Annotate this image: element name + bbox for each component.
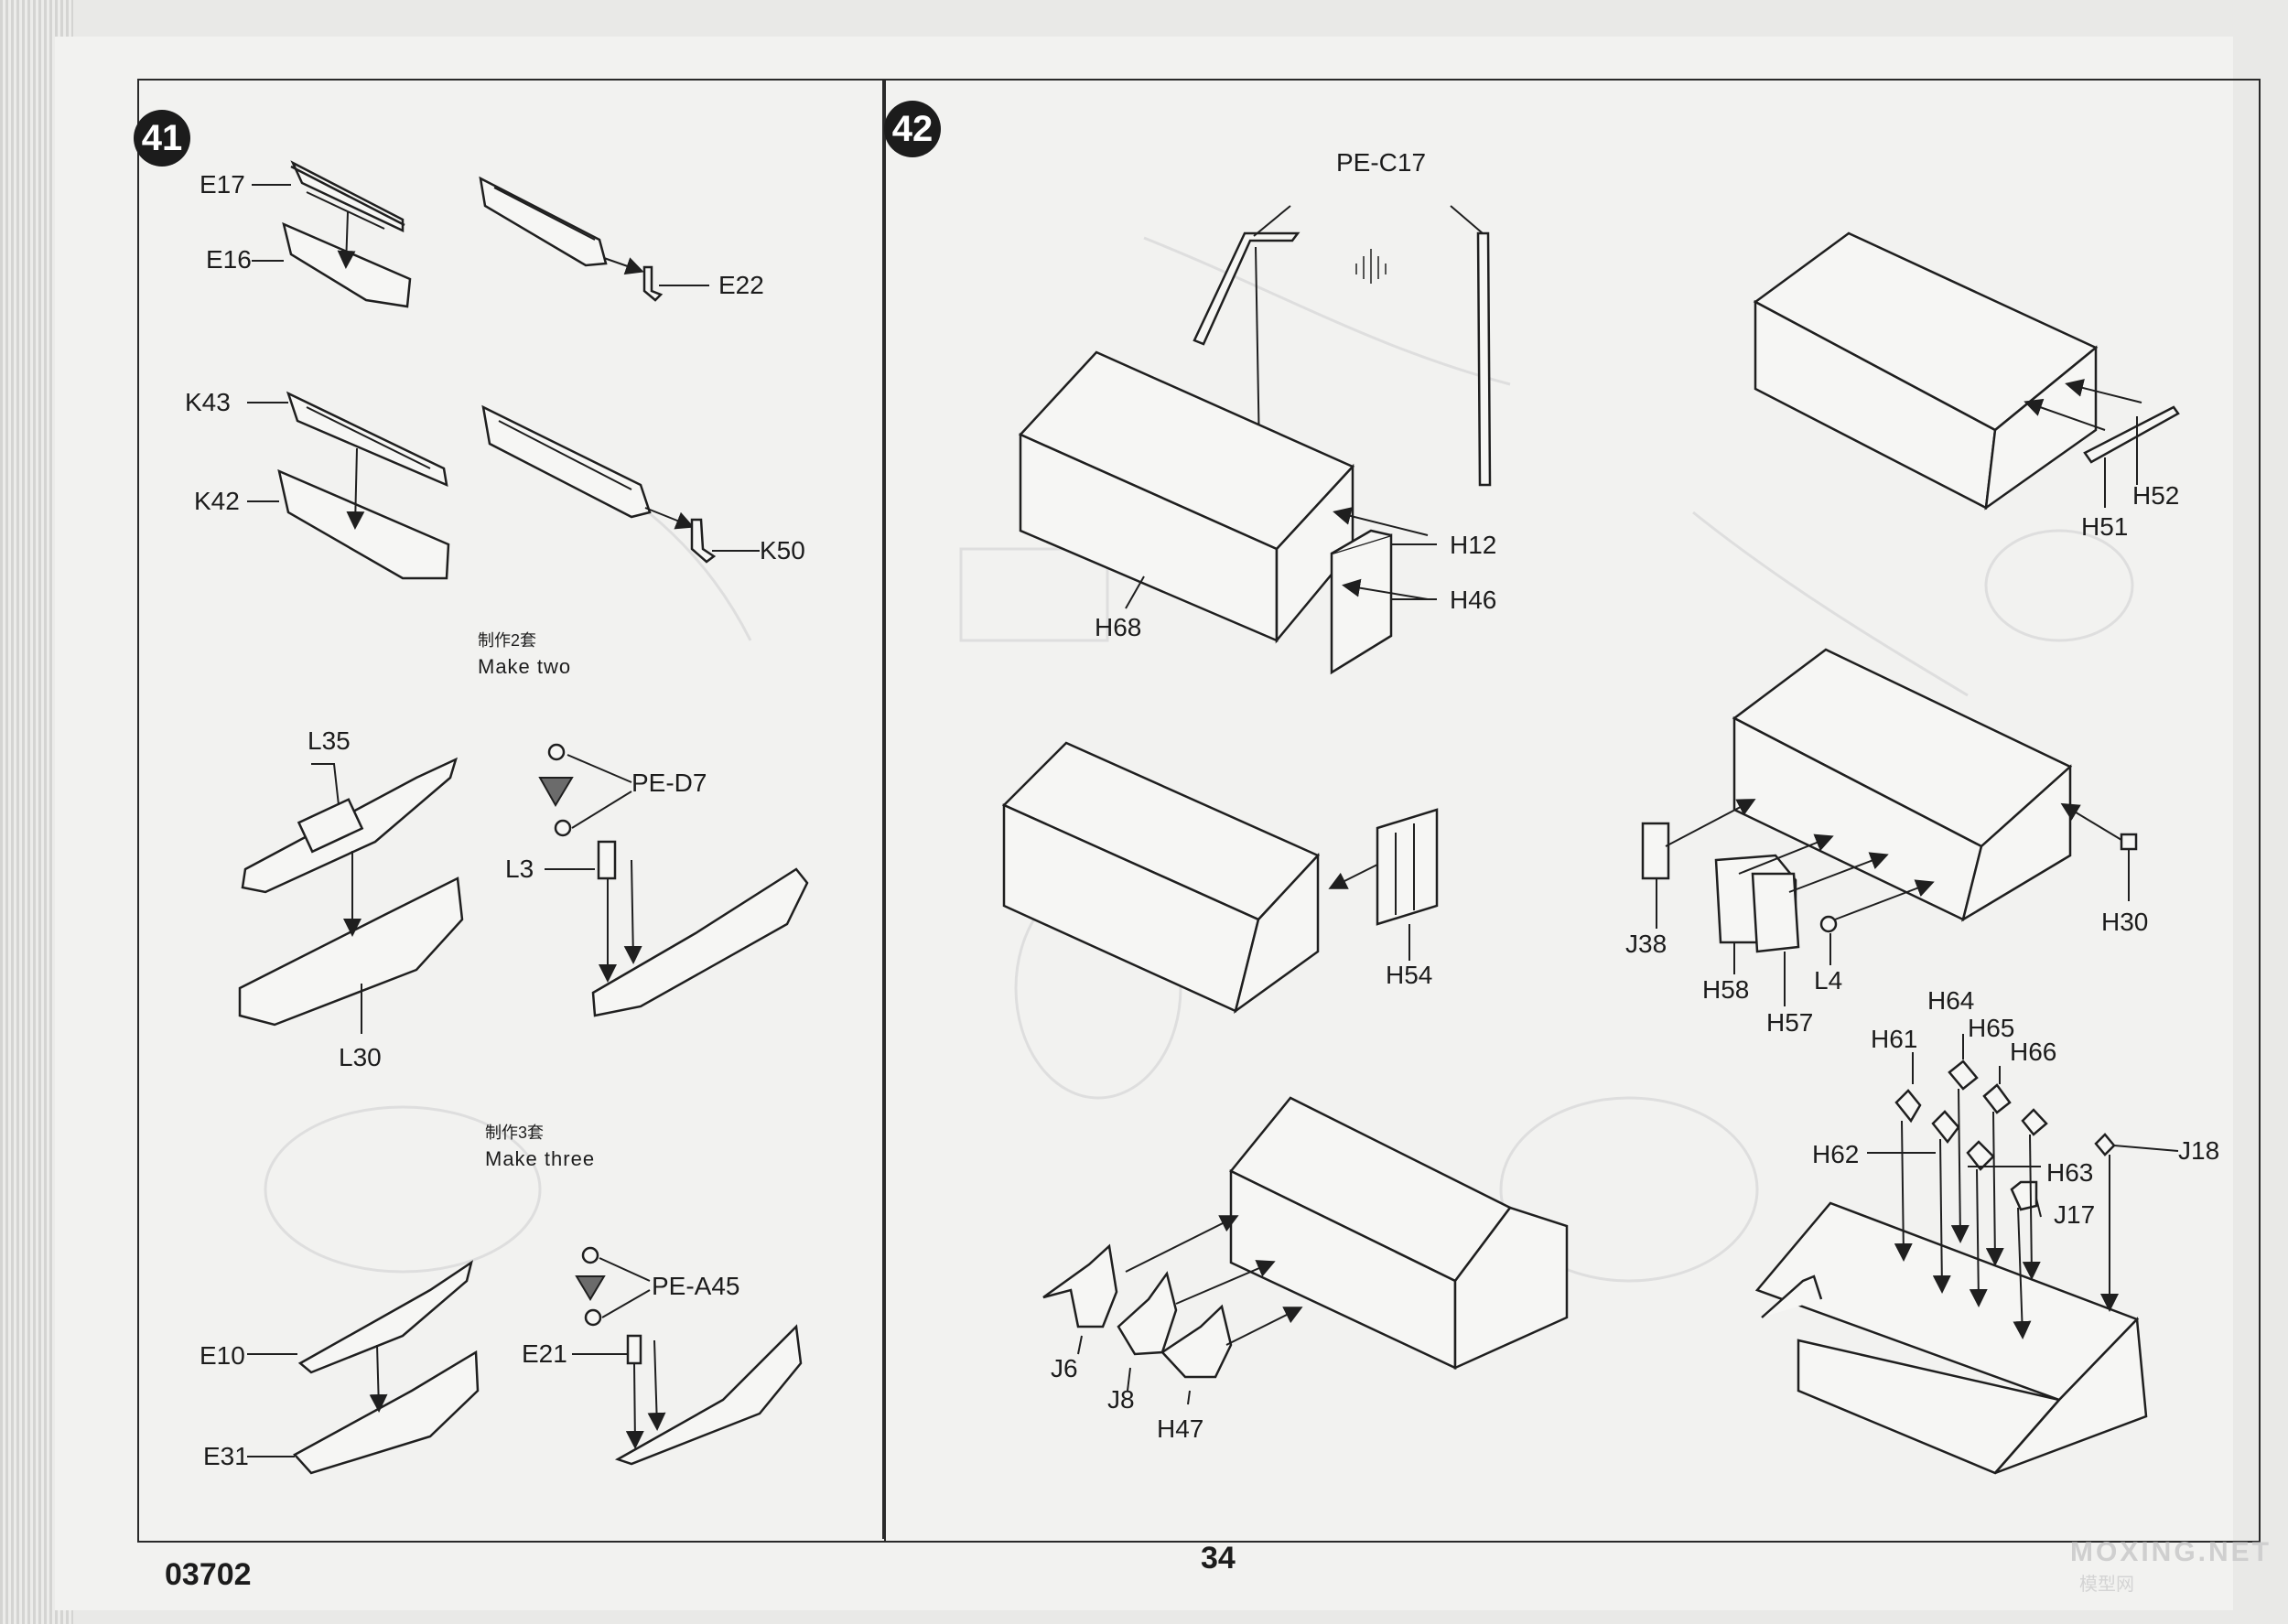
pe-c17-ladders: [1193, 205, 1492, 487]
part-label-j38: J38: [1625, 930, 1667, 958]
part-label-h62: H62: [1812, 1140, 1860, 1168]
part-label-j17: J17: [2054, 1200, 2096, 1229]
make-two-note-zh: 制作2套: [478, 631, 537, 650]
part-label-h68: H68: [1095, 613, 1142, 641]
make-three-note-en: Make three: [485, 1147, 596, 1170]
panel-divider: [882, 79, 884, 1539]
lifeboat-assembled-e22: [479, 176, 709, 302]
lifeboat-k42-k43: [247, 391, 450, 580]
part-label-j18: J18: [2178, 1136, 2220, 1165]
part-label-h47: H47: [1157, 1414, 1204, 1443]
part-label-l30: L30: [339, 1043, 382, 1071]
part-label-e31: E31: [203, 1442, 249, 1470]
part-label-e16: E16: [206, 245, 252, 274]
part-label-k42: K42: [194, 487, 240, 515]
part-label-h30: H30: [2101, 908, 2149, 936]
part-label-h46: H46: [1450, 586, 1497, 614]
make-two-note-en: Make two: [478, 655, 572, 678]
part-label-h58: H58: [1702, 975, 1750, 1004]
part-label-l35: L35: [308, 726, 351, 755]
lifeboat-e16-e17: [252, 160, 412, 308]
part-label-h66: H66: [2010, 1038, 2057, 1066]
deckhouse-stage-1: [1018, 350, 1437, 675]
motorboat-assembled-pe-a45: [572, 1246, 803, 1466]
deckhouse-stage-6: [1754, 1034, 2179, 1475]
part-label-k43: K43: [185, 388, 231, 416]
part-label-e22: E22: [718, 271, 764, 299]
part-label-pe-c17: PE-C17: [1336, 148, 1427, 177]
part-label-h12: H12: [1450, 531, 1497, 559]
step-42-badge: 42: [884, 101, 941, 157]
part-label-j8: J8: [1107, 1385, 1135, 1414]
make-three-note-zh: 制作3套: [485, 1124, 545, 1142]
site-watermark: MOXING.NET: [2070, 1537, 2272, 1567]
part-label-pe-a45: PE-A45: [652, 1272, 740, 1300]
part-label-e21: E21: [522, 1339, 567, 1368]
part-label-h61: H61: [1871, 1025, 1918, 1053]
part-label-h63: H63: [2046, 1158, 2094, 1187]
right-panel-frame: [884, 79, 2261, 1543]
site-watermark-sub: 模型网: [2079, 1575, 2134, 1595]
part-label-e17: E17: [200, 170, 245, 199]
deckhouse-stage-3: [1042, 1096, 1569, 1405]
deckhouse-stage-2: [1001, 741, 1439, 1015]
motorboat-assembled-pe-d7: [538, 743, 809, 1017]
part-label-h52: H52: [2132, 481, 2180, 510]
deckhouse-stage-5: [1641, 648, 2138, 1006]
part-label-h57: H57: [1766, 1008, 1814, 1037]
part-label-l4: L4: [1814, 966, 1843, 995]
page-number: 34: [1201, 1541, 1236, 1576]
kit-code: 03702: [165, 1557, 252, 1592]
part-label-h64: H64: [1927, 986, 1975, 1015]
deckhouse-stage-4: [1753, 231, 2180, 511]
step-41-badge: 41: [134, 110, 190, 167]
part-label-h54: H54: [1386, 961, 1433, 989]
part-label-j6: J6: [1051, 1354, 1078, 1382]
part-label-h51: H51: [2081, 512, 2129, 541]
part-label-l3: L3: [505, 855, 534, 883]
part-label-h65: H65: [1968, 1014, 2015, 1042]
motorboat-l35-l30: [238, 757, 464, 1034]
part-label-pe-d7: PE-D7: [631, 769, 707, 797]
part-label-e10: E10: [200, 1341, 245, 1370]
part-label-k50: K50: [760, 536, 805, 565]
motorboat-e10-e31: [247, 1260, 480, 1475]
lifeboat-assembled-k50: [481, 404, 760, 564]
